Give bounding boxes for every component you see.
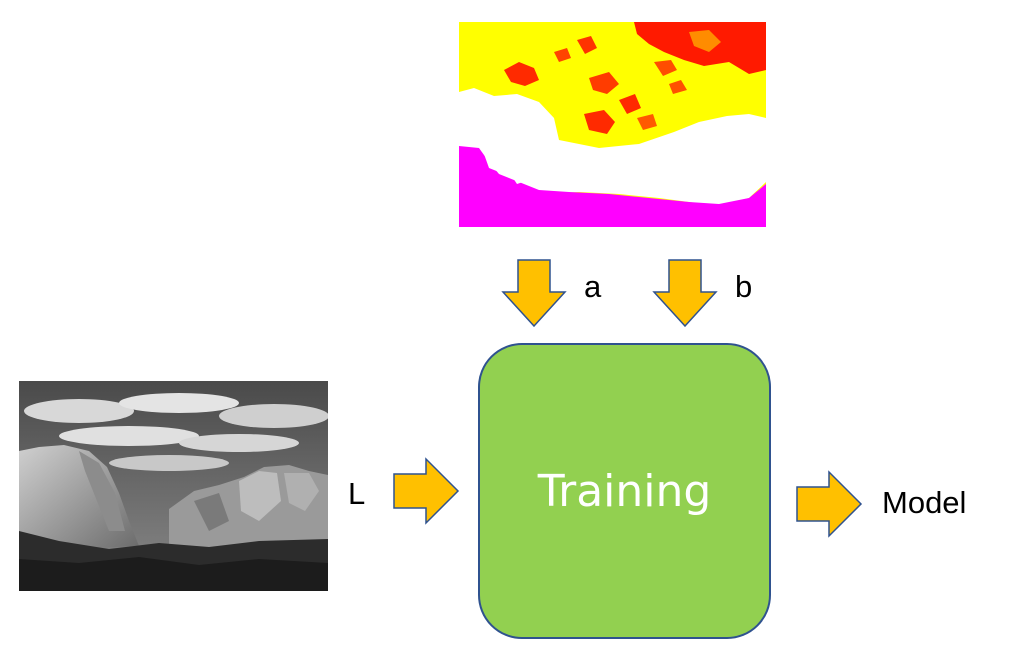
arrow-a-down-icon: [501, 259, 567, 328]
label-model: Model: [882, 485, 967, 520]
arrow-b-down-icon: [652, 259, 718, 328]
l-channel-image: [19, 381, 328, 591]
arrow-l-right-icon: [393, 457, 460, 525]
ab-channel-image: [459, 22, 766, 227]
training-label: Training: [537, 465, 712, 517]
training-box: Training: [478, 343, 771, 639]
arrow-model-right-icon: [796, 470, 863, 538]
label-b: b: [735, 269, 753, 304]
label-a: a: [584, 269, 602, 304]
label-l: L: [348, 476, 366, 511]
